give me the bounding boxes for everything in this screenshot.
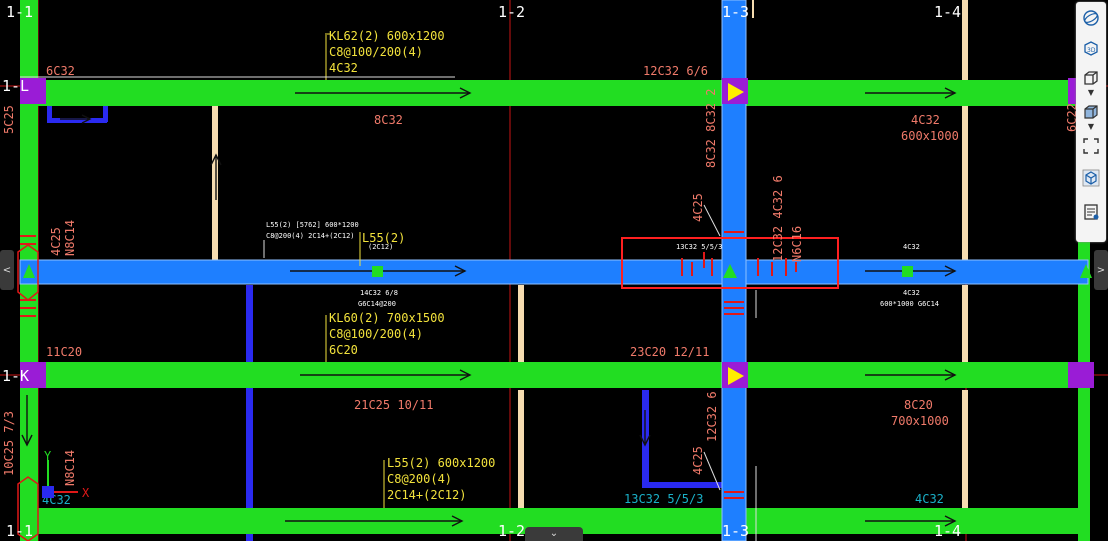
svg-text:12C32 4C32 6: 12C32 4C32 6 bbox=[771, 175, 785, 262]
column[interactable] bbox=[20, 78, 46, 104]
beam-label: KL60(2) 700x1500 bbox=[329, 311, 445, 325]
svg-text:G6C14@200: G6C14@200 bbox=[358, 300, 396, 308]
beam-stirrup: C8@100/200(4) bbox=[329, 45, 423, 59]
svg-text:4C32: 4C32 bbox=[915, 492, 944, 506]
grid-label: 1-4 bbox=[934, 3, 961, 21]
node-marker bbox=[902, 266, 913, 277]
node-marker bbox=[1080, 264, 1092, 278]
svg-text:8C20: 8C20 bbox=[904, 398, 933, 412]
svg-text:21C25 10/11: 21C25 10/11 bbox=[354, 398, 433, 412]
svg-text:4C25: 4C25 bbox=[691, 193, 705, 222]
svg-text:14C32 6/8: 14C32 6/8 bbox=[360, 289, 398, 297]
secondary-beam[interactable] bbox=[962, 285, 968, 365]
node-marker bbox=[372, 266, 383, 277]
node-marker bbox=[723, 264, 737, 278]
svg-text:Y: Y bbox=[44, 449, 52, 463]
svg-text:4C25: 4C25 bbox=[691, 446, 705, 475]
svg-text:12C32 6/6: 12C32 6/6 bbox=[643, 64, 708, 78]
beam-label: L55(2) bbox=[362, 231, 405, 245]
3d-view-icon[interactable]: 3D bbox=[1079, 36, 1103, 60]
svg-text:C8@200(4) 2C14+(2C12): C8@200(4) 2C14+(2C12) bbox=[266, 232, 355, 240]
svg-text:8C32: 8C32 bbox=[374, 113, 403, 127]
beam-stirrup: C8@200(4) bbox=[387, 472, 452, 486]
svg-text:6C22: 6C22 bbox=[1065, 103, 1079, 132]
grid-label: 1-L bbox=[2, 77, 29, 95]
svg-text:L55(2) [5762] 600*1200: L55(2) [5762] 600*1200 bbox=[266, 221, 359, 229]
svg-text:8C32 8C32 2: 8C32 8C32 2 bbox=[704, 89, 718, 168]
svg-text:4C25: 4C25 bbox=[49, 227, 63, 256]
secondary-beam-blue[interactable] bbox=[47, 118, 107, 123]
svg-text:4C32: 4C32 bbox=[903, 289, 920, 297]
column[interactable] bbox=[1068, 362, 1094, 388]
chevron-down-icon[interactable]: ▼ bbox=[1087, 122, 1095, 131]
grid-label: 1-1 bbox=[6, 3, 33, 21]
secondary-beam[interactable] bbox=[518, 390, 524, 508]
node-marker bbox=[23, 264, 35, 278]
svg-text:6C32: 6C32 bbox=[46, 64, 75, 78]
svg-text:600*1000 G6C14: 600*1000 G6C14 bbox=[880, 300, 939, 308]
svg-text:3D: 3D bbox=[1087, 47, 1096, 54]
svg-text:10C25 7/3: 10C25 7/3 bbox=[2, 411, 16, 476]
beam-top: 2C14+(2C12) bbox=[387, 488, 466, 502]
secondary-beam bbox=[752, 0, 754, 18]
secondary-beam-blue[interactable] bbox=[47, 100, 52, 120]
svg-text:N8C14: N8C14 bbox=[63, 220, 77, 256]
svg-text:N8C14: N8C14 bbox=[63, 450, 77, 486]
column[interactable] bbox=[20, 362, 46, 388]
cube-outline-icon[interactable] bbox=[1079, 166, 1103, 190]
grid-label: 1-4 bbox=[934, 522, 961, 540]
svg-text:4C32: 4C32 bbox=[903, 243, 920, 251]
chevron-down-icon[interactable]: ▼ bbox=[1087, 88, 1095, 97]
beam-top: 4C32 bbox=[329, 61, 358, 75]
fullscreen-icon[interactable] bbox=[1079, 134, 1103, 158]
secondary-beam[interactable] bbox=[962, 390, 968, 508]
grid-label: 1-2 bbox=[498, 522, 525, 540]
svg-text:11C20: 11C20 bbox=[46, 345, 82, 359]
secondary-beam[interactable] bbox=[962, 100, 968, 262]
secondary-beam-blue[interactable] bbox=[103, 100, 108, 122]
secondary-beam-blue[interactable] bbox=[642, 482, 722, 488]
grid-label: 1-3 bbox=[722, 522, 749, 540]
grid-label: 1-K bbox=[2, 367, 29, 385]
left-panel-toggle[interactable]: < bbox=[0, 250, 14, 290]
svg-text:N6C16: N6C16 bbox=[790, 226, 804, 262]
beam-label: KL62(2) 600x1200 bbox=[329, 29, 445, 43]
globe-icon[interactable] bbox=[1079, 6, 1103, 30]
selection-box[interactable] bbox=[621, 237, 839, 289]
support-marker bbox=[728, 367, 744, 385]
grid-label: 1-3 bbox=[722, 3, 749, 21]
svg-text:12C32 6: 12C32 6 bbox=[705, 391, 719, 442]
svg-text:13C32 5/5/3: 13C32 5/5/3 bbox=[624, 492, 703, 506]
axis-indicator: Y X bbox=[42, 449, 90, 500]
support-marker bbox=[728, 83, 744, 101]
secondary-beam[interactable] bbox=[212, 105, 218, 265]
svg-text:X: X bbox=[82, 486, 90, 500]
notes-icon[interactable] bbox=[1079, 200, 1103, 224]
secondary-beam-blue[interactable] bbox=[246, 285, 253, 541]
right-panel-toggle[interactable]: > bbox=[1094, 250, 1108, 290]
svg-text:23C20 12/11: 23C20 12/11 bbox=[630, 345, 709, 359]
svg-text:13C32 5/5/3: 13C32 5/5/3 bbox=[676, 243, 722, 251]
view-toolbar: 3D ▼ ▼ bbox=[1076, 2, 1106, 242]
secondary-beam[interactable] bbox=[962, 0, 968, 80]
svg-text:4C32: 4C32 bbox=[911, 113, 940, 127]
beam-top: 6C20 bbox=[329, 343, 358, 357]
grid-label: 1-2 bbox=[498, 3, 525, 21]
box-icon[interactable] bbox=[1079, 66, 1103, 90]
grid-label: 1-1 bbox=[6, 522, 33, 540]
bottom-panel-toggle[interactable]: ⌄ bbox=[525, 527, 583, 541]
beam-label: L55(2) 600x1200 bbox=[387, 456, 495, 470]
beam-l55-mid[interactable] bbox=[19, 259, 1089, 285]
cube-filled-icon[interactable] bbox=[1079, 100, 1103, 124]
svg-text:(2C12): (2C12) bbox=[368, 243, 393, 251]
svg-text:5C25: 5C25 bbox=[2, 105, 16, 134]
svg-text:700x1000: 700x1000 bbox=[891, 414, 949, 428]
secondary-beam[interactable] bbox=[518, 285, 524, 365]
beam-stirrup: C8@100/200(4) bbox=[329, 327, 423, 341]
svg-text:600x1000: 600x1000 bbox=[901, 129, 959, 143]
